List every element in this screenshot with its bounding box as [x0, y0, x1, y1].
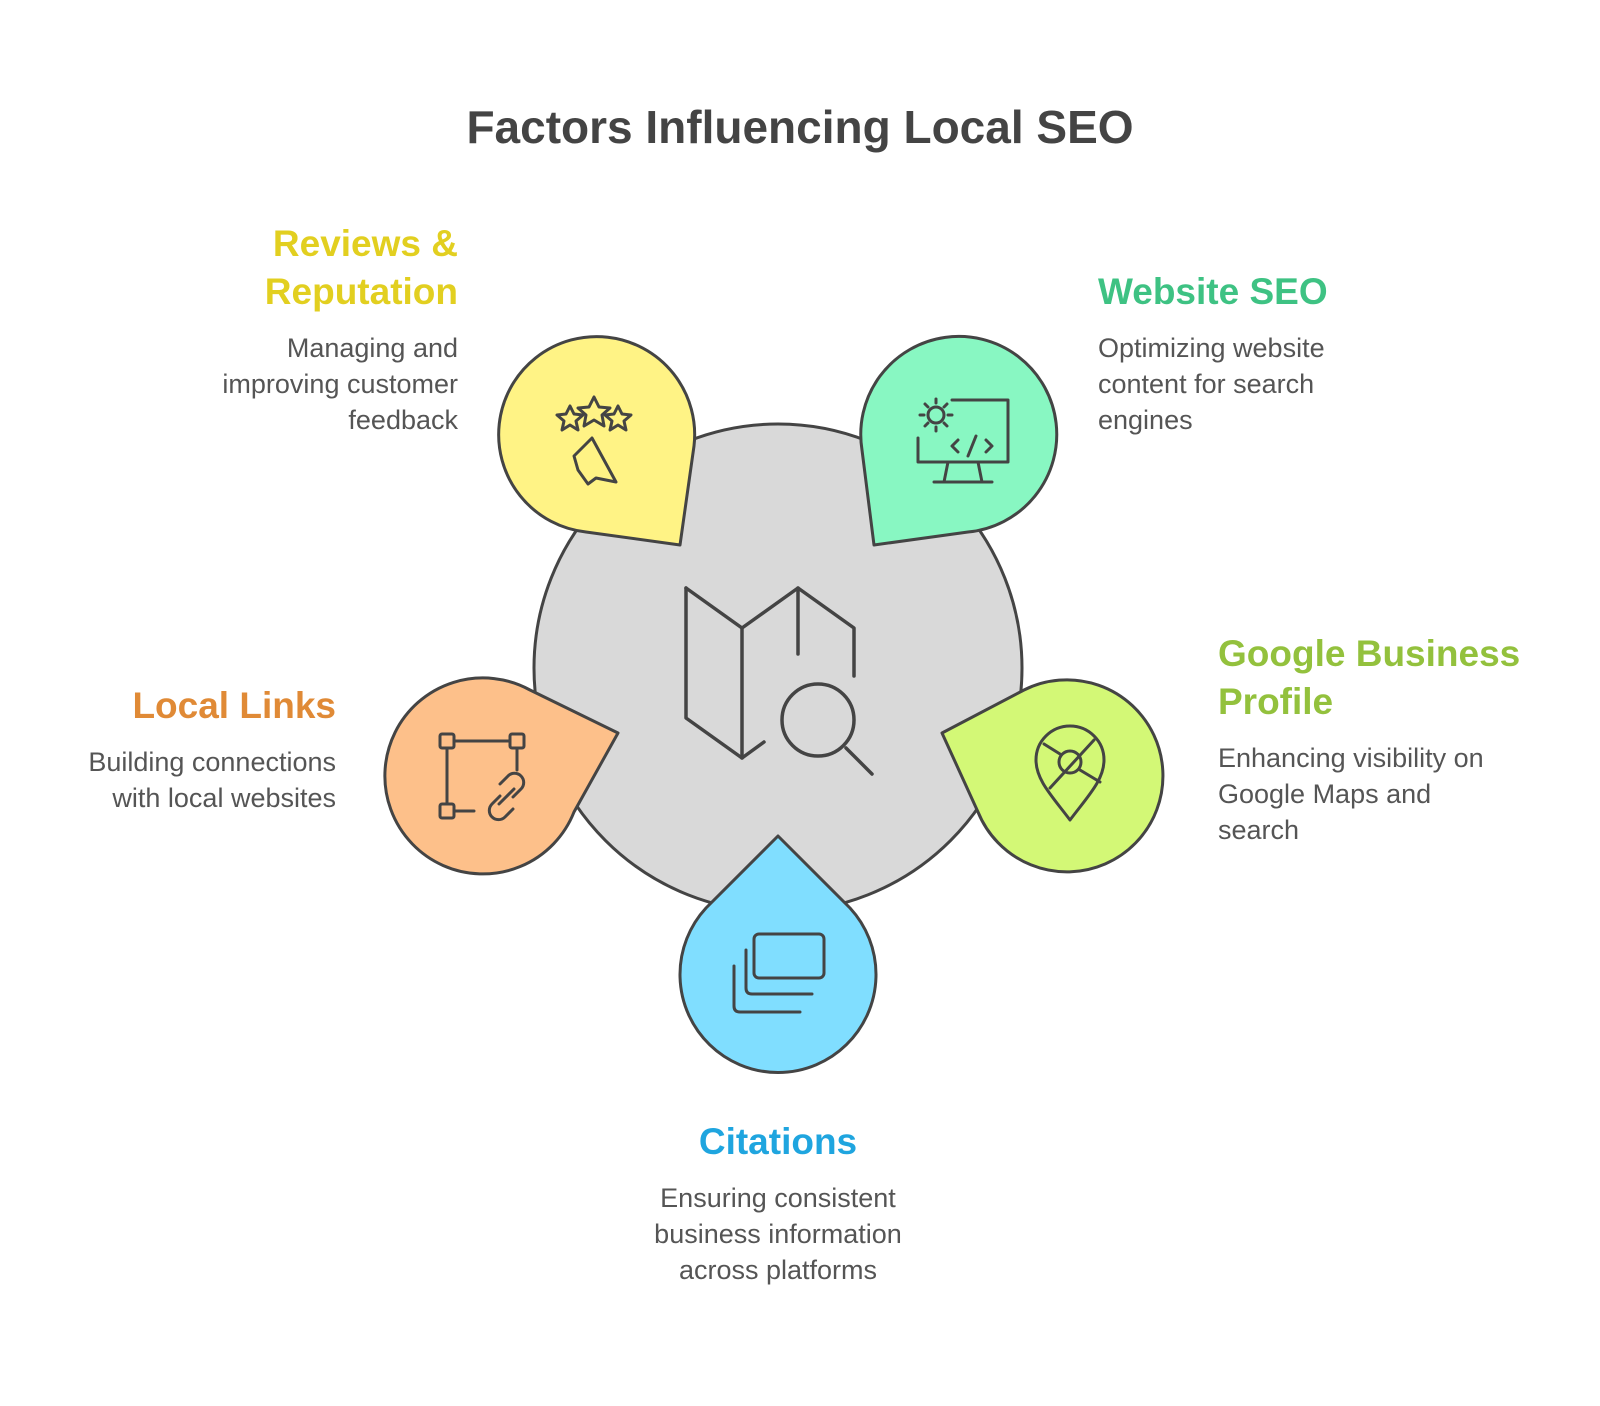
links-heading: Local Links [132, 685, 336, 726]
google-desc-line-3: search [1218, 815, 1300, 845]
link-nodes-icon [438, 732, 526, 822]
map-search-icon [684, 586, 874, 776]
links-node[interactable] [383, 676, 620, 876]
reviews-heading-line-2: Reputation [264, 271, 458, 312]
map-pin-icon [1034, 724, 1106, 822]
citations-desc-line-2: business information [654, 1219, 902, 1249]
google-heading-line-1: Google Business [1218, 633, 1521, 674]
website-desc-line-1: Optimizing website [1098, 333, 1325, 363]
citations-heading: Citations [698, 1121, 858, 1162]
website-heading: Website SEO [1098, 271, 1328, 312]
citations-node[interactable] [678, 834, 878, 1074]
google-desc-line-2: Google Maps and [1218, 779, 1432, 809]
reviews-desc-line-1: Managing and [286, 333, 458, 363]
citations-text: Citations Ensuring consistent business i… [578, 1118, 978, 1288]
diagram-title: Factors Influencing Local SEO [466, 101, 1134, 153]
reviews-desc-line-2: improving customer [222, 369, 458, 399]
google-heading-line-2: Profile [1218, 681, 1334, 722]
citations-desc-line-1: Ensuring consistent [660, 1183, 896, 1213]
reviews-desc-line-3: feedback [348, 405, 458, 435]
reviews-heading-line-1: Reviews & [272, 223, 458, 264]
star-review-icon [555, 395, 633, 486]
code-monitor-icon [916, 397, 1010, 484]
reviews-text: Reviews & Reputation Managing and improv… [158, 220, 458, 438]
google-node[interactable] [940, 678, 1165, 874]
website-text: Website SEO Optimizing website content f… [1098, 268, 1458, 438]
google-text: Google Business Profile Enhancing visibi… [1218, 630, 1588, 848]
website-desc-line-3: engines [1098, 405, 1193, 435]
reviews-node[interactable] [497, 335, 697, 547]
citations-desc-line-3: across platforms [678, 1255, 878, 1285]
website-desc-line-2: content for search [1098, 369, 1315, 399]
website-node[interactable] [859, 334, 1059, 547]
links-desc-line-1: Building connections [88, 747, 336, 777]
stacked-cards-icon [732, 932, 826, 1014]
google-desc-line-1: Enhancing visibility on [1218, 743, 1484, 773]
links-text: Local Links Building connections with lo… [26, 682, 336, 816]
links-desc-line-2: with local websites [112, 783, 336, 813]
